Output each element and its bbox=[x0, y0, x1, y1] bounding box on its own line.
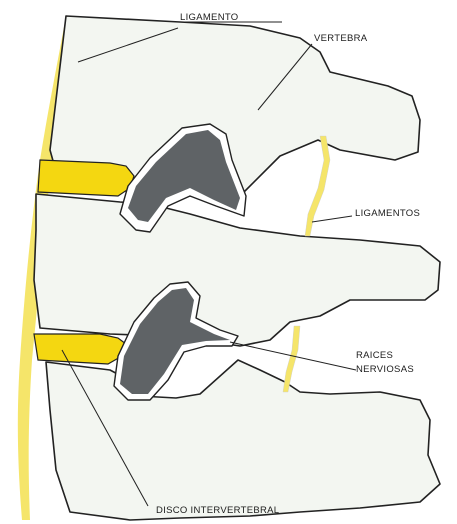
label-raices: RAICES bbox=[356, 350, 393, 361]
posterior-ligament-lower bbox=[283, 326, 300, 392]
label-ligamento: LIGAMENTO bbox=[180, 12, 238, 23]
label-nerviosas: NERVIOSAS bbox=[356, 364, 414, 375]
leader-ligamentos bbox=[312, 216, 352, 222]
label-disco-intervertebral: DISCO INTERVERTEBRAL bbox=[156, 505, 279, 516]
lower-vertebra bbox=[46, 360, 440, 520]
label-vertebra: VERTEBRA bbox=[314, 33, 368, 44]
lower-disc bbox=[34, 334, 126, 364]
label-ligamentos: LIGAMENTOS bbox=[355, 208, 420, 219]
upper-disc bbox=[38, 160, 134, 196]
